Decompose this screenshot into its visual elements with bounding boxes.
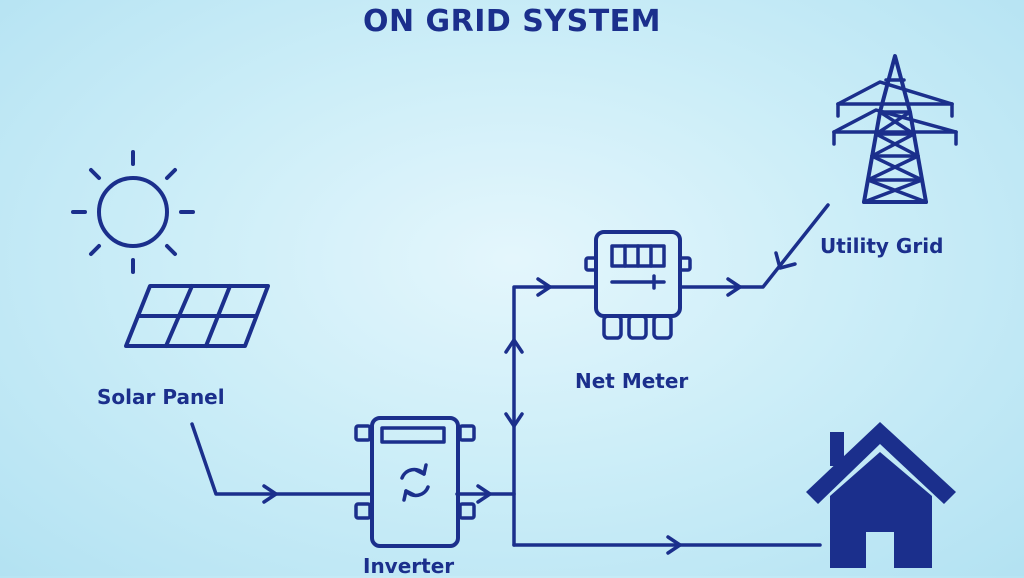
- sun-icon: [71, 150, 195, 274]
- inverter-label: Inverter: [363, 554, 455, 578]
- solar-panel-label: Solar Panel: [97, 385, 225, 409]
- utility-grid-label: Utility Grid: [820, 234, 944, 258]
- net-meter-icon: [584, 230, 692, 340]
- solar-panel-icon: [124, 284, 270, 348]
- diagram-title: ON GRID SYSTEM: [362, 4, 662, 39]
- net-meter-label: Net Meter: [575, 369, 689, 393]
- wire-junction-to-net-meter: [504, 277, 598, 547]
- wire-inverter-to-junction: [455, 484, 516, 504]
- transmission-tower-icon: [832, 54, 958, 204]
- wire-net-meter-to-grid: [678, 203, 830, 297]
- house-icon: [806, 422, 956, 568]
- wire-junction-to-home: [512, 535, 822, 555]
- inverter-icon: [354, 416, 476, 548]
- wire-solar-to-inverter: [190, 422, 374, 504]
